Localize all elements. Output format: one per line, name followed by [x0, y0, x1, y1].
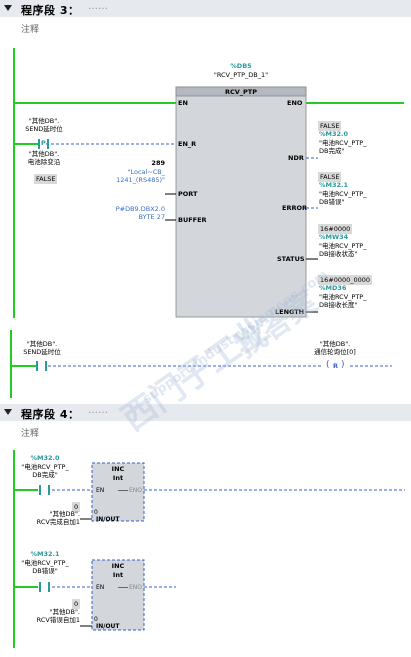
- port-tag-line2[interactable]: 1241_(RS485)": [116, 176, 165, 184]
- inc1-block-title: INC: [111, 465, 125, 473]
- ndr-tag-line1[interactable]: "电池RCV_PTP_: [319, 139, 367, 147]
- segment-3-title-placeholder[interactable]: ……: [88, 1, 108, 12]
- inc2-inout-line2[interactable]: RCV错误自加1: [36, 616, 80, 624]
- inc1-inout-line2[interactable]: RCV完成自加1: [36, 518, 80, 526]
- rcv-ptp-block-header: [175, 86, 307, 97]
- status-tag-line2[interactable]: DB接收状态": [319, 250, 358, 258]
- inc2-inout-line1[interactable]: "其他DB".: [49, 608, 80, 616]
- buffer-line2[interactable]: BYTE 27: [138, 213, 166, 221]
- collapse-triangle-icon[interactable]: [4, 5, 12, 11]
- segment-3-title: 程序段 3：: [21, 4, 80, 17]
- pin-ndr-label: NDR: [288, 154, 304, 162]
- error-tag-line2[interactable]: DB错误": [319, 198, 345, 206]
- inc1-inout-line1[interactable]: "其他DB".: [49, 510, 80, 518]
- pin-length-label: LENGTH: [275, 308, 305, 316]
- inc1-pin-en: EN: [96, 487, 105, 494]
- p-contact-label: P: [41, 139, 46, 147]
- inc2-contact-line1[interactable]: "电池RCV_PTP_: [21, 559, 69, 567]
- inc1-inout-zero: 0: [94, 509, 98, 516]
- net2-contact-symbol[interactable]: [36, 361, 47, 371]
- collapse-triangle-icon[interactable]: [4, 409, 12, 415]
- inc2-pin-en: EN: [96, 584, 105, 591]
- en-r-contact-tag-line1[interactable]: "其他DB".: [28, 117, 60, 125]
- pin-buffer-label: BUFFER: [178, 216, 207, 224]
- length-address: %MD36: [319, 284, 347, 292]
- status-value: 16#0000: [318, 224, 353, 234]
- instance-db-address: %DB5: [230, 62, 252, 70]
- inc2-pin-inout: IN/OUT: [96, 623, 120, 630]
- inc2-block-title: INC: [111, 562, 125, 570]
- pin-status-label: STATUS: [277, 255, 305, 263]
- segment-4-header[interactable]: 程序段 4： ……: [0, 404, 411, 421]
- inc2-block[interactable]: [91, 559, 145, 631]
- inc1-block-type: Int: [112, 474, 124, 482]
- p-operand-line2[interactable]: 电池除变沿: [27, 158, 61, 166]
- error-tag-line1[interactable]: "电池RCV_PTP_: [319, 190, 367, 198]
- inc1-contact-line2[interactable]: DB完成": [32, 471, 58, 479]
- error-address: %M32.1: [319, 181, 349, 189]
- inc2-block-type: Int: [112, 571, 124, 579]
- en-r-contact-tag-line2[interactable]: SEND延时位: [25, 125, 63, 133]
- pin-error-label: ERROR: [282, 204, 307, 212]
- ndr-tag-line2[interactable]: DB完成": [319, 147, 345, 155]
- pin-port-label: PORT: [178, 190, 198, 198]
- ndr-value: FALSE: [318, 121, 342, 131]
- segment-4-comment[interactable]: 注释: [21, 429, 40, 439]
- inc2-inout-value: 0: [72, 599, 81, 609]
- rcv-ptp-block-title: RCV_PTP: [224, 88, 258, 96]
- length-tag-line1[interactable]: "电池RCV_PTP_: [319, 293, 367, 301]
- inc1-pin-eno: ENO: [129, 487, 143, 494]
- p-contact-symbol[interactable]: P: [38, 139, 49, 149]
- net2-coil-line1[interactable]: "其他DB".: [319, 340, 351, 348]
- instance-db-name[interactable]: "RCV_PTP_DB_1": [213, 71, 269, 79]
- inc2-contact-line2[interactable]: DB错误": [32, 567, 58, 575]
- inc1-contact-address: %M32.0: [30, 454, 60, 462]
- segment-4-title: 程序段 4：: [21, 408, 80, 421]
- inc1-inout-value: 0: [72, 502, 81, 512]
- inc2-contact-symbol[interactable]: [39, 582, 50, 592]
- segment-4-title-placeholder[interactable]: ……: [88, 405, 108, 416]
- ndr-address: %M32.0: [319, 130, 349, 138]
- net2-coil-symbol[interactable]: ( R ): [326, 360, 345, 370]
- port-value: 289: [151, 159, 165, 167]
- net2-coil-label: R: [333, 362, 339, 370]
- p-operand-value: FALSE: [34, 174, 58, 184]
- net2-contact-line1[interactable]: "其他DB".: [26, 340, 58, 348]
- net2-coil-line2[interactable]: 通信轮询位[0]: [314, 348, 356, 356]
- inc2-inout-zero: 0: [94, 616, 98, 623]
- segment-3-comment[interactable]: 注释: [21, 25, 40, 35]
- inc2-pin-eno: ENO: [129, 584, 143, 591]
- error-value: FALSE: [318, 172, 342, 182]
- pin-en-r-label: EN_R: [178, 140, 197, 148]
- inc1-block[interactable]: [91, 462, 145, 522]
- inc1-contact-line1[interactable]: "电池RCV_PTP_: [21, 463, 69, 471]
- pin-eno-label: ENO: [287, 99, 303, 107]
- inc1-pin-inout: IN/OUT: [96, 516, 120, 523]
- inc1-contact-symbol[interactable]: [39, 485, 50, 495]
- segment-3-header[interactable]: 程序段 3： ……: [0, 0, 411, 17]
- p-operand-line1[interactable]: "其他DB".: [28, 150, 60, 158]
- buffer-line1[interactable]: P#DB9.DBX2.0: [115, 205, 165, 213]
- net2-contact-line2[interactable]: SEND延时位: [23, 348, 61, 356]
- inc2-contact-address: %M32.1: [30, 550, 60, 558]
- rcv-ptp-block[interactable]: [175, 86, 307, 318]
- pin-en-label: EN: [178, 99, 188, 107]
- length-value: 16#0000_0000: [318, 275, 373, 285]
- status-tag-line1[interactable]: "电池RCV_PTP_: [319, 242, 367, 250]
- status-address: %MW34: [319, 233, 349, 241]
- length-tag-line2[interactable]: DB接收长度": [319, 301, 358, 309]
- port-tag-line1[interactable]: "Local~CB_: [127, 168, 165, 176]
